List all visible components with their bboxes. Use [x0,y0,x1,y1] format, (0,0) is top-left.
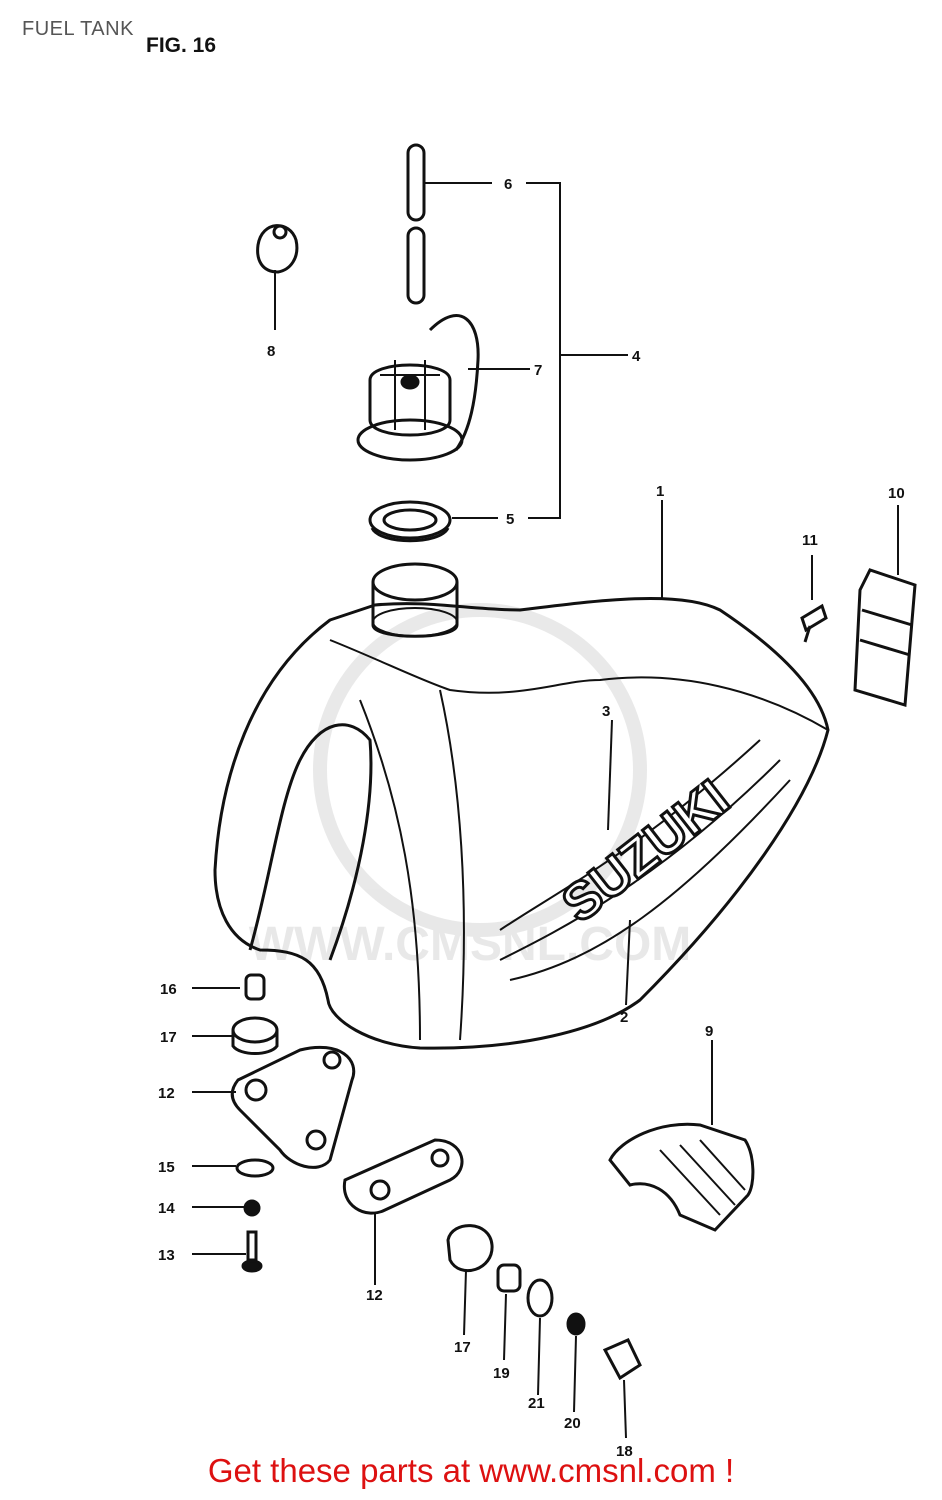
callout-13: 13 [158,1247,175,1264]
callout-20: 20 [564,1415,581,1432]
figure-label: FIG. 16 [146,34,217,57]
callout-14: 14 [158,1200,175,1217]
parts-link[interactable]: Get these parts at www.cmsnl.com ! [207,1452,735,1489]
callout-3: 3 [602,703,610,720]
callout-4: 4 [632,348,641,365]
callout-17: 17 [160,1029,177,1046]
watermark-text: WWW.CMSNL.COM [249,918,692,971]
callout-16: 16 [160,981,177,998]
clip-8 [256,224,299,274]
cap-gasket [368,500,452,543]
callout-9: 9 [705,1023,713,1040]
breather-hose [406,143,426,305]
watermark: WWW.CMSNL.COM [249,603,692,971]
callout-18: 18 [616,1443,633,1460]
callout-5: 5 [506,511,514,528]
callout-21: 21 [528,1395,545,1412]
page-title: FUEL TANK [22,18,134,40]
brand-logo: SUZUKI [552,769,740,934]
callout-6: 6 [504,176,512,193]
bracket-12-left [230,1045,356,1169]
callout-8: 8 [267,343,275,360]
screw-11 [800,603,828,643]
callout-19: 19 [493,1365,510,1382]
cushion-9 [608,1122,755,1232]
callouts: 1 2 3 4 5 6 7 8 9 10 11 12 12 13 14 15 1… [158,176,905,1460]
callout-1: 1 [656,483,664,500]
callout-15: 15 [158,1159,175,1176]
callout-2: 2 [620,1009,628,1026]
callout-12: 12 [158,1085,175,1102]
callout-7: 7 [534,362,542,379]
bracket-12-lower [342,1138,464,1215]
small-parts [231,973,642,1381]
callout-11: 11 [802,532,818,549]
callout-17-lower: 17 [454,1339,471,1356]
fuel-cap [356,314,480,462]
callout-10: 10 [888,485,905,502]
cushion-10 [853,568,917,707]
leader-lines [192,182,899,1439]
callout-12-lower: 12 [366,1287,383,1304]
fuel-tank [213,562,830,1050]
